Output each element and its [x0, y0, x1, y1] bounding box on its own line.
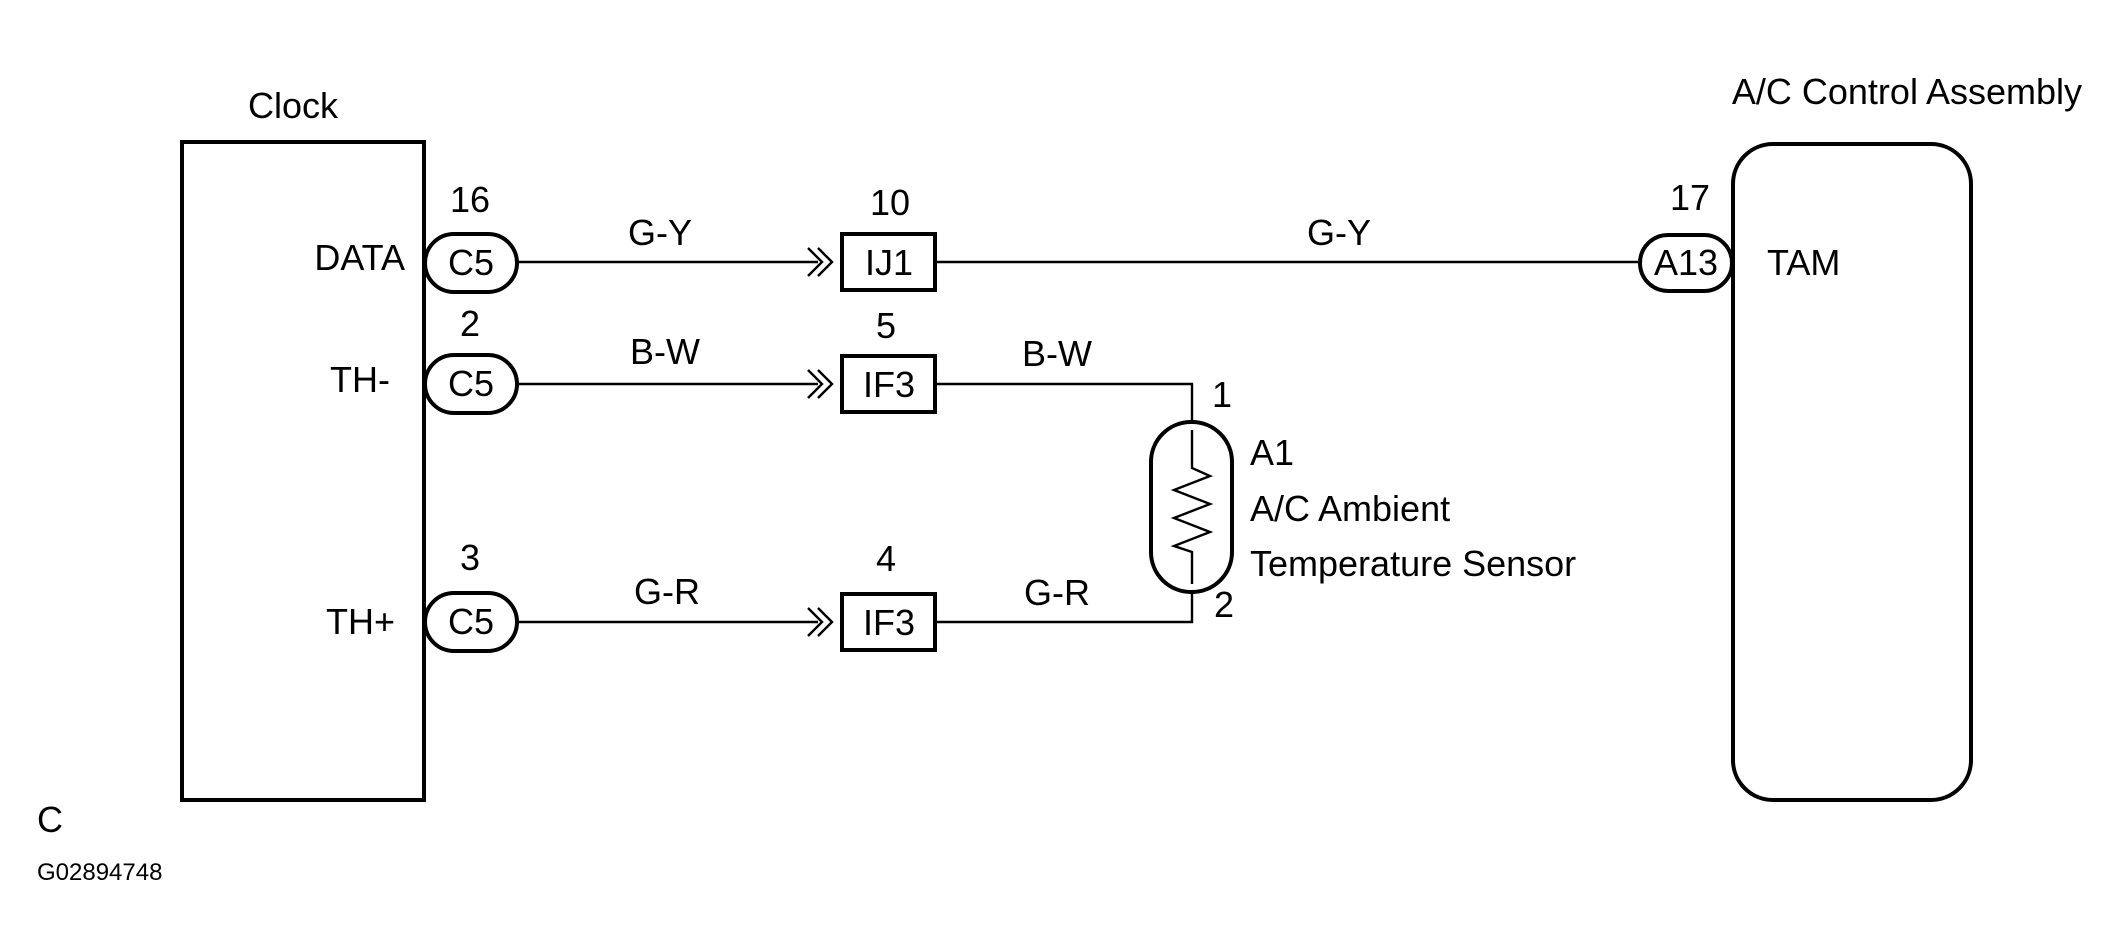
sensor-name-line1: A/C Ambient [1250, 488, 1450, 529]
sensor-name-line2: Temperature Sensor [1250, 543, 1576, 584]
clock-pin-thminus-label: TH- [330, 359, 390, 400]
ac-assembly-title: A/C Control Assembly [1732, 71, 2082, 112]
connector-label: C5 [448, 601, 494, 642]
ac-pin-name: TAM [1767, 242, 1840, 283]
sensor-pin-top: 1 [1212, 374, 1232, 415]
wire-thplus-right [935, 584, 1194, 624]
arrow-icon [807, 607, 834, 637]
clock-pin-number: 16 [450, 179, 490, 220]
connector-label: A13 [1654, 242, 1718, 283]
junction-if3-top [840, 354, 937, 414]
footer-code-letter: C [37, 799, 63, 840]
ac-pin-number: 17 [1670, 177, 1710, 218]
resistor-icon [1170, 430, 1214, 584]
connector-a13 [1638, 233, 1734, 293]
figure-id: G02894748 [37, 859, 162, 886]
wire-color-label: G-R [1024, 572, 1090, 613]
junction-label: IF3 [863, 602, 915, 643]
arrow-icon [807, 247, 834, 277]
junction-pin-number: 5 [876, 305, 896, 346]
wire-color-label: G-R [634, 571, 700, 612]
connector-label: C5 [448, 363, 494, 404]
clock-box [180, 140, 426, 802]
sensor-a1-body [1149, 420, 1234, 594]
connector-c5-thplus [423, 591, 519, 653]
wire-color-label: B-W [630, 331, 700, 372]
sensor-connector-label: A1 [1250, 432, 1294, 473]
wire-color-label: G-Y [628, 212, 692, 253]
connector-c5-thminus [423, 353, 519, 415]
connector-label: C5 [448, 242, 494, 283]
clock-pin-number: 2 [460, 303, 480, 344]
wire-color-label: B-W [1022, 333, 1092, 374]
junction-pin-number: 10 [870, 182, 910, 223]
connector-c5-data [423, 232, 519, 294]
junction-label: IJ1 [865, 242, 913, 283]
clock-pin-thplus-label: TH+ [326, 601, 395, 642]
ac-assembly-box [1731, 142, 1973, 802]
clock-title: Clock [248, 85, 339, 126]
sensor-pin-bottom: 2 [1214, 584, 1234, 625]
clock-pin-data-label: DATA [314, 237, 405, 278]
wire-color-label: G-Y [1307, 212, 1371, 253]
arrow-icon [807, 369, 834, 399]
junction-label: IF3 [863, 364, 915, 405]
junction-if3-bottom [840, 592, 937, 652]
junction-ij1 [840, 232, 937, 292]
wire-thminus-right [935, 382, 1194, 430]
clock-pin-number: 3 [460, 537, 480, 578]
junction-pin-number: 4 [876, 538, 896, 579]
